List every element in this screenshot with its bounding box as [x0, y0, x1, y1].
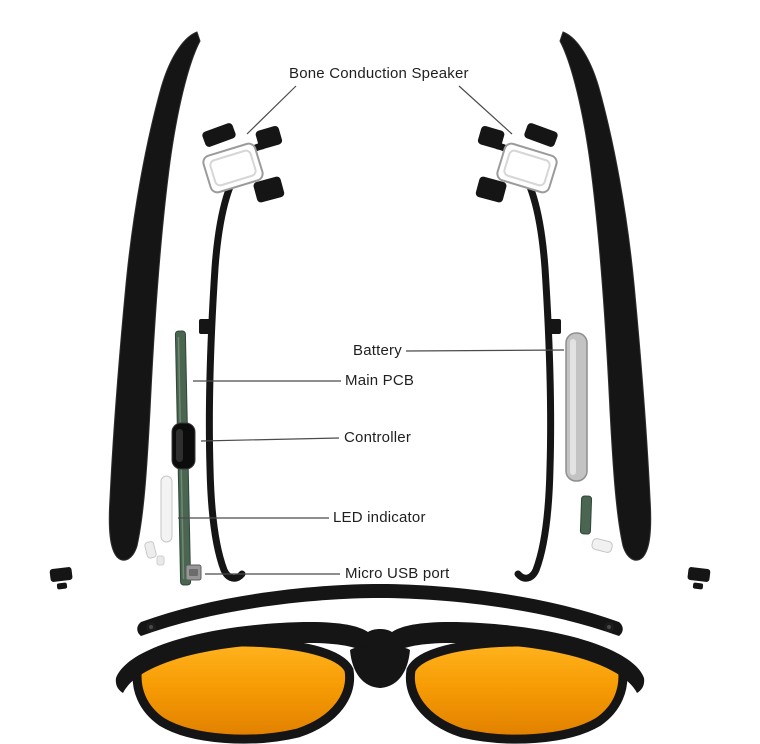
front-frame-top-bar — [115, 622, 645, 693]
front-frame-part — [115, 622, 645, 744]
nose-bridge — [350, 645, 410, 688]
brow-bar-part — [137, 584, 623, 636]
label-micro-usb-port: Micro USB port — [345, 565, 450, 582]
leader-speaker-right — [458, 85, 513, 135]
right-hinge-part — [687, 567, 711, 590]
left-temple-arm — [108, 31, 201, 561]
left-hinge-part — [49, 567, 73, 590]
right-pcb-part — [579, 495, 593, 535]
left-inner-frame — [199, 142, 266, 582]
label-controller: Controller — [344, 429, 412, 446]
controller-part — [171, 422, 196, 470]
left-speaker-body — [202, 142, 264, 194]
label-bone-conduction-speaker: Bone Conduction Speaker — [289, 65, 469, 82]
right-temple-arm — [559, 31, 652, 561]
left-speaker-assembly — [202, 123, 285, 203]
leader-lines — [178, 85, 565, 575]
leader-speaker-left — [246, 85, 297, 135]
right-cover-part — [591, 538, 613, 553]
led-indicator-part — [144, 475, 173, 566]
micro-usb-part — [185, 564, 202, 581]
label-main-pcb: Main PCB — [345, 372, 415, 389]
right-inner-frame — [494, 142, 561, 582]
leader-battery — [405, 349, 565, 352]
right-speaker-body — [496, 142, 558, 194]
leader-controller — [200, 437, 340, 442]
right-speaker-assembly — [475, 123, 558, 203]
label-battery: Battery — [353, 342, 402, 359]
label-led-indicator: LED indicator — [333, 509, 426, 526]
battery-part — [565, 332, 588, 482]
